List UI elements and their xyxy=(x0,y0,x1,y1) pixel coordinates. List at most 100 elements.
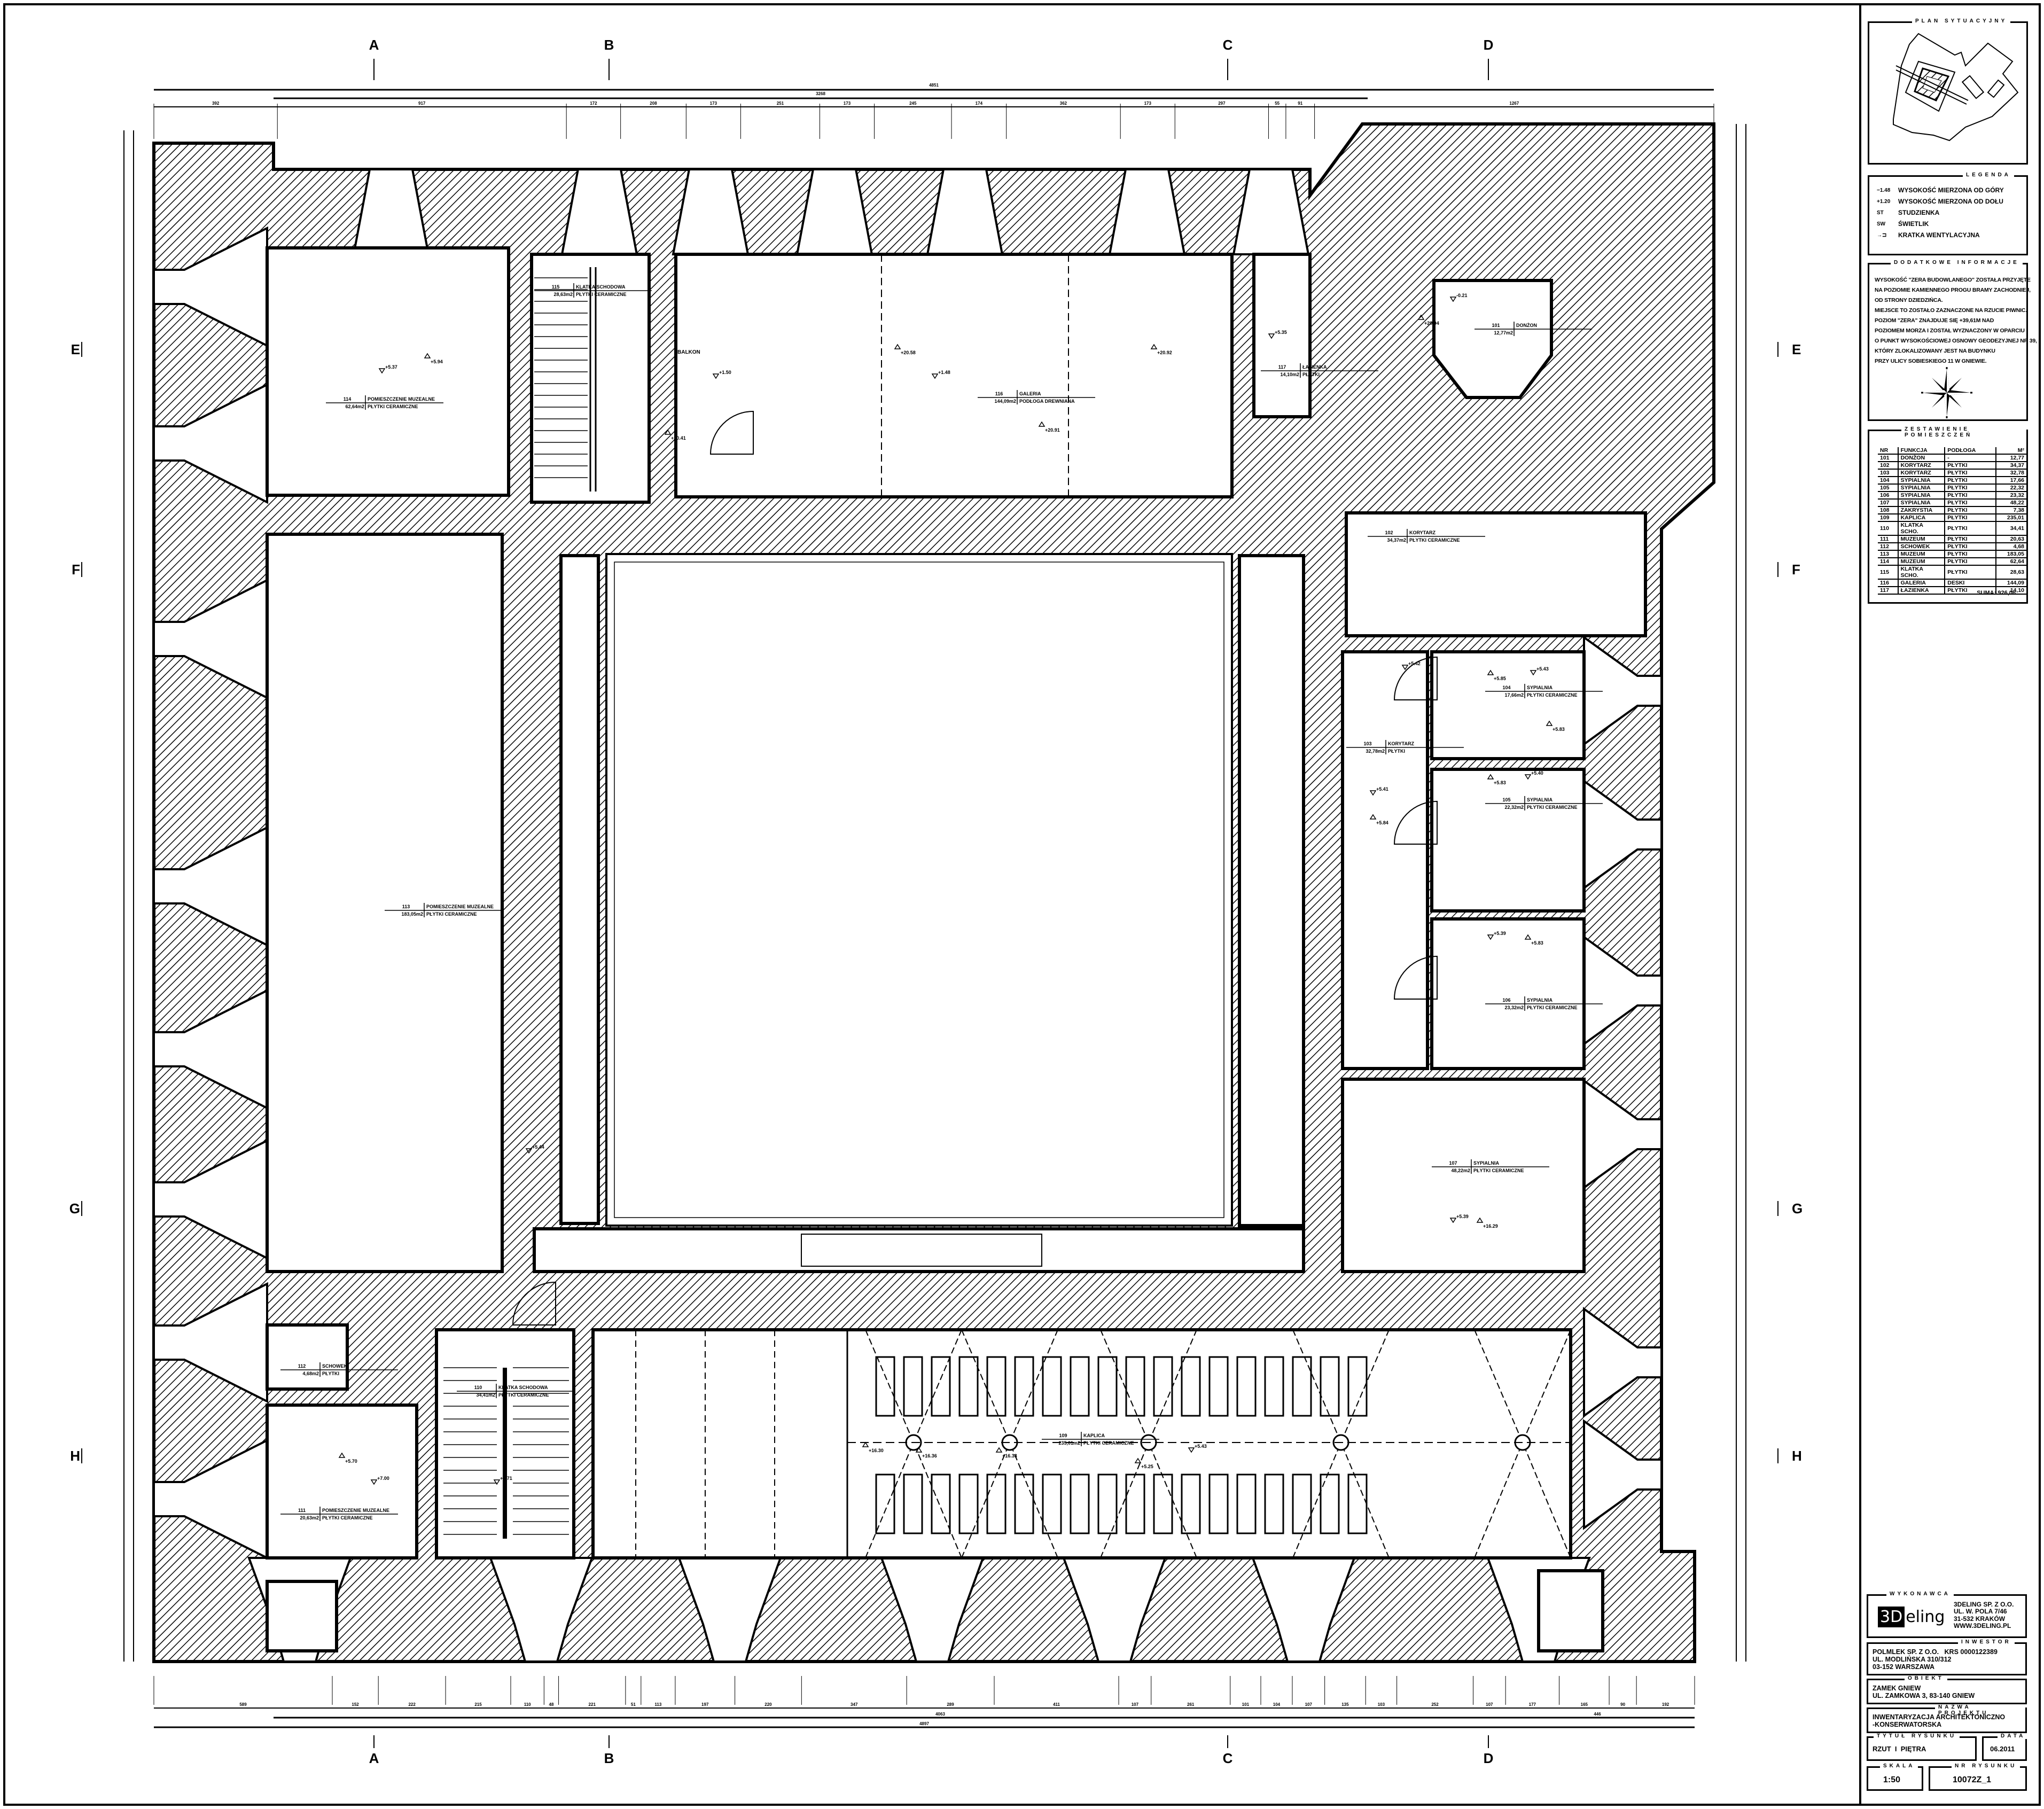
pew xyxy=(1292,1356,1312,1417)
room-floor: PŁYTKI xyxy=(1944,535,1996,543)
sum-label: SUMA: xyxy=(1977,590,1996,596)
pew xyxy=(931,1473,951,1534)
elevation-value: +5.85 xyxy=(1494,676,1506,681)
room-name: KORYTARZ xyxy=(1409,530,1436,535)
legend-symbol: ST xyxy=(1877,209,1884,216)
elevation-mark: +5.42 xyxy=(1401,661,1421,670)
elevation-mark: +5.40 xyxy=(1524,770,1543,780)
room-floor: PŁYTKI xyxy=(1944,477,1996,485)
elevation-up-triangle-icon xyxy=(862,1441,869,1447)
site-plan-title: PLAN SYTUACYJNY xyxy=(1912,18,2011,24)
elevation-down-triangle-icon xyxy=(378,368,386,374)
dimension-value: 347 xyxy=(851,1702,858,1707)
dimension-value: 197 xyxy=(701,1702,709,1707)
door-swing xyxy=(1393,656,1438,700)
dimension-value: 297 xyxy=(1218,101,1226,106)
elevation-mark: +20.58 xyxy=(894,344,916,355)
pew xyxy=(1070,1356,1090,1417)
investor-title: INWESTOR xyxy=(1958,1639,2015,1645)
grid-row-G: G xyxy=(1792,1200,1803,1217)
balcony-outline xyxy=(801,1234,1042,1267)
project-text: INWENTARYZACJA ARCHITEKTONICZNO -KONSERW… xyxy=(1873,1713,2006,1728)
pew xyxy=(1320,1473,1340,1534)
courtyard-edge xyxy=(614,562,1224,1218)
room-function: MUZEUM xyxy=(1897,535,1945,543)
room-area: 17,66m2 xyxy=(1504,692,1524,698)
elevation-mark: +5.44 xyxy=(525,1144,544,1154)
elevation-value: +16.30 xyxy=(869,1448,884,1453)
window-niche xyxy=(1583,1419,1663,1530)
pew xyxy=(1097,1356,1118,1417)
dimension-value: 104 xyxy=(1273,1702,1281,1707)
room-nr: 108 xyxy=(1878,506,1898,514)
room-area: 34,41 xyxy=(1995,521,2026,536)
room-area: 12,77m2 xyxy=(1494,330,1513,336)
room-area: 183,05 xyxy=(1995,550,2026,558)
room-function: KAPLICA xyxy=(1897,514,1945,522)
room-name: POMIESZCZENIE MUZEALNE xyxy=(368,396,435,402)
compass-rose-icon xyxy=(1921,367,1972,418)
room-function: KLATKA SCHO. xyxy=(1897,521,1945,536)
elevation-value: +5.83 xyxy=(1531,940,1543,946)
room-floor: PŁYTKI xyxy=(1944,469,1996,477)
grid-row-F: F xyxy=(1792,562,1800,578)
room-name: ŁAZIENKA xyxy=(1302,364,1327,370)
grid-column-B: B xyxy=(604,37,614,53)
room-number: 104 xyxy=(1502,685,1510,690)
corridor-west xyxy=(559,554,600,1225)
grid-column-D: D xyxy=(1484,37,1494,53)
dimension-value: 173 xyxy=(1144,101,1152,106)
room-area: 48,22 xyxy=(1995,499,2026,507)
elevation-up-triangle-icon xyxy=(424,353,431,358)
room-function: KORYTARZ xyxy=(1897,469,1945,477)
pew xyxy=(1292,1473,1312,1534)
elevation-value: +5.84 xyxy=(1376,820,1388,825)
grid-row-E: E xyxy=(1792,341,1801,357)
window-niche xyxy=(153,1282,268,1403)
dimension-right-bottom: 446 xyxy=(1594,1712,1601,1717)
room-floor: PŁYTKI xyxy=(322,1371,339,1376)
room-112 xyxy=(266,1323,349,1391)
elevation-value: +16.33 xyxy=(1002,1453,1017,1459)
pew xyxy=(1153,1356,1173,1417)
elevation-mark: +1.50 xyxy=(712,370,731,379)
room-108 xyxy=(1537,1569,1604,1652)
legend-label: WYSOKOŚĆ MIERZONA OD DOŁU xyxy=(1898,198,2003,205)
elevation-up-triangle-icon xyxy=(1134,1457,1142,1463)
pew xyxy=(1014,1473,1034,1534)
elevation-up-triangle-icon xyxy=(1476,1217,1484,1223)
room-area: 34,37 xyxy=(1995,462,2026,470)
elevation-up-triangle-icon xyxy=(1417,314,1425,320)
elevation-down-triangle-icon xyxy=(1449,297,1457,302)
room-111 xyxy=(266,1403,418,1560)
elevation-up-triangle-icon xyxy=(1524,934,1532,940)
drawing-title-label: TYTUŁ RYSUNKU xyxy=(1874,1733,1960,1739)
pew xyxy=(1264,1356,1284,1417)
room-area: 62,64 xyxy=(1995,558,2026,566)
stair-southwest xyxy=(266,1580,338,1652)
grid-column-B: B xyxy=(604,1750,614,1766)
elevation-value: +5.39 xyxy=(1456,1214,1469,1219)
elevation-value: +5.70 xyxy=(345,1459,357,1464)
room-area: 14,10m2 xyxy=(1280,372,1299,377)
investor-box: INWESTOR POLMLEK SP. Z O.O. KRS 00001223… xyxy=(1867,1639,2027,1675)
logo-text: eling xyxy=(1906,1608,1945,1626)
room-area: 23,32 xyxy=(1995,492,2026,500)
elevation-value: +5.83 xyxy=(1494,780,1506,785)
elevation-value: +16.29 xyxy=(1483,1223,1498,1229)
courtyard xyxy=(605,553,1233,1227)
room-name: SCHOWEK xyxy=(322,1363,348,1369)
vault-rib xyxy=(961,1442,1010,1558)
pew xyxy=(1208,1473,1229,1534)
vault-rib xyxy=(1100,1329,1149,1443)
dimension-value: 48 xyxy=(549,1702,554,1707)
room-floor: DESKI xyxy=(1944,579,1996,587)
room-area: 17,66 xyxy=(1995,477,2026,485)
elevation-up-triangle-icon xyxy=(664,429,672,435)
